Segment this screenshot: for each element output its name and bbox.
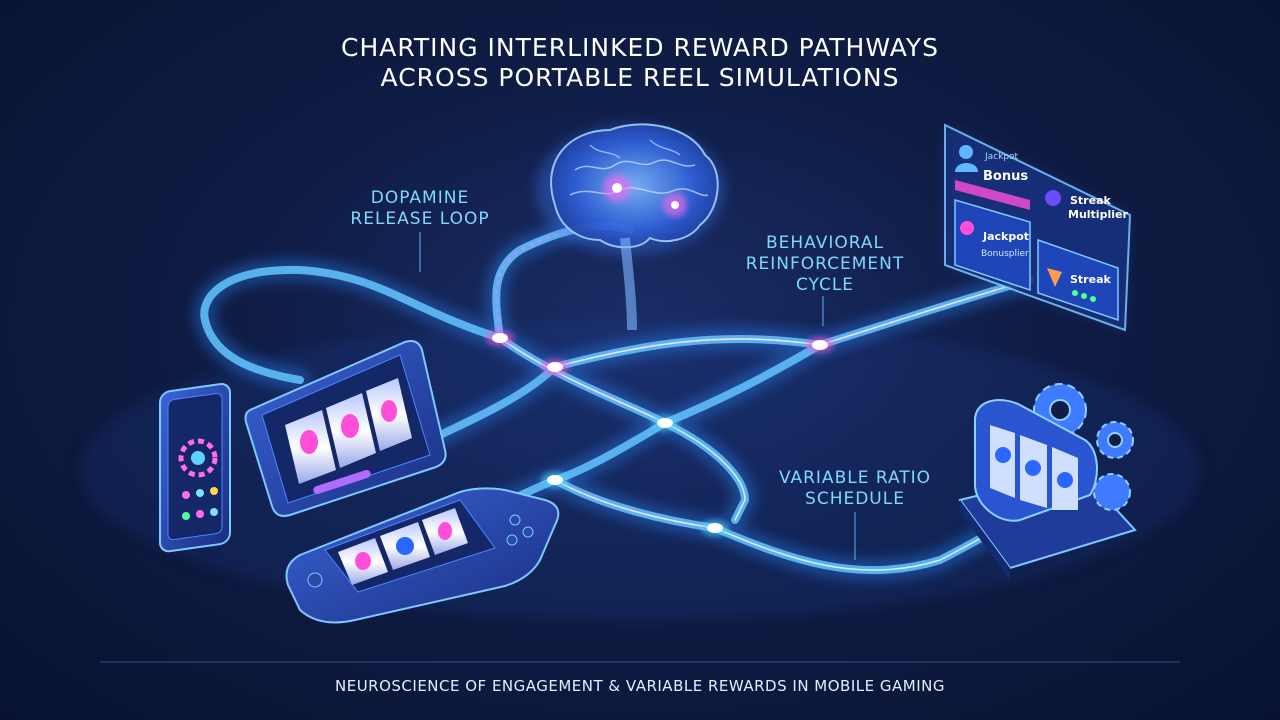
title-line-2: ACROSS PORTABLE REEL SIMULATIONS	[380, 63, 900, 92]
label-behavioral-line-3: CYCLE	[795, 275, 855, 295]
label-dopamine-line-1: DOPAMINE	[370, 188, 470, 208]
panel-bonus-big: Bonus	[983, 169, 1028, 184]
node-behavioral	[806, 337, 834, 353]
user-icon	[955, 145, 978, 172]
node-center	[651, 415, 679, 431]
panel-bonus-small: Jackpot	[984, 152, 1019, 162]
panel-streak-mult-1: Streak	[1070, 194, 1111, 207]
panel-streak-mult-2: Multiplier	[1068, 208, 1128, 221]
brain-icon	[535, 123, 725, 331]
jackpot-gem-icon	[960, 221, 974, 235]
console-reels-icon	[338, 508, 468, 585]
panel-jackpot-2: Bonusplier	[981, 249, 1029, 259]
label-behavioral: BEHAVIORAL REINFORCEMENT CYCLE	[740, 233, 910, 296]
label-variable: VARIABLE RATIO SCHEDULE	[770, 468, 940, 510]
smartphone-device	[159, 382, 231, 553]
tablet-device	[244, 340, 447, 517]
node-center-lower	[541, 472, 569, 488]
label-dopamine: DOPAMINE RELEASE LOOP	[340, 188, 500, 230]
label-behavioral-line-1: BEHAVIORAL	[766, 233, 884, 253]
wheel-icon	[178, 438, 218, 478]
title-line-1: CHARTING INTERLINKED REWARD PATHWAYS	[340, 33, 940, 62]
label-behavioral-line-2: REINFORCEMENT	[745, 254, 905, 274]
bonus-progress-bar	[955, 180, 1030, 210]
label-dopamine-line-2: RELEASE LOOP	[350, 209, 490, 229]
panel-streak: Streak	[1070, 273, 1111, 286]
footer-caption: NEUROSCIENCE OF ENGAGEMENT & VARIABLE RE…	[335, 677, 945, 695]
label-variable-line-1: VARIABLE RATIO	[778, 468, 932, 488]
node-brain-link	[486, 330, 514, 346]
label-variable-line-2: SCHEDULE	[805, 489, 905, 509]
label-leaders	[419, 232, 856, 560]
slot-machine-device	[958, 383, 1137, 580]
handheld-console-device	[285, 487, 560, 624]
tablet-reels-icon	[285, 378, 412, 484]
reward-panel: Jackpot Bonus Streak Multiplier Jackpot …	[944, 123, 1132, 332]
trophy-icon	[1045, 190, 1061, 206]
shield-icon	[1047, 268, 1062, 287]
node-variable	[701, 520, 729, 536]
panel-jackpot-1: Jackpot	[982, 230, 1029, 243]
node-center-upper	[541, 359, 569, 375]
